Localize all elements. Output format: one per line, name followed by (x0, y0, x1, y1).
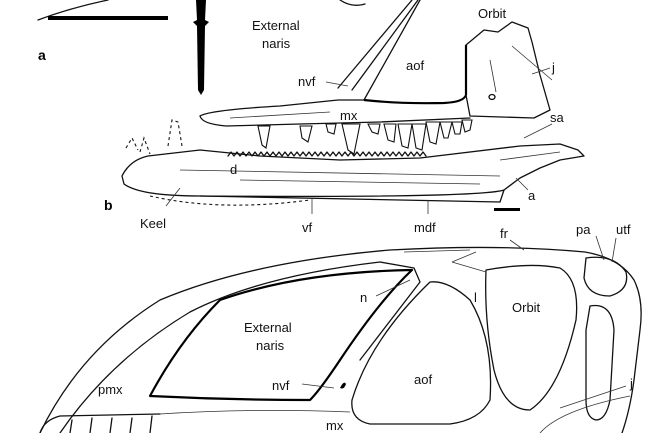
maxilla-ventral-edge (199, 115, 471, 127)
skull-roof-outline (39, 246, 642, 433)
nvf-leader-b (301, 383, 335, 389)
aof-label-b: aof (414, 372, 432, 387)
anterior-teeth-dashed-2 (167, 119, 183, 147)
tooth (367, 123, 381, 135)
maxillary-teeth (257, 119, 473, 155)
tooth (451, 121, 463, 135)
snout-inner-line (59, 261, 381, 433)
maxilla-groove (229, 111, 331, 119)
nvf-label-a: nvf (298, 74, 316, 89)
a-leader (515, 177, 529, 191)
jugal-lines-b (539, 395, 631, 433)
mx-label-a: mx (340, 108, 358, 123)
mandible-lower-edge (199, 189, 505, 203)
cropped-curve-left (37, 0, 109, 21)
tooth (411, 123, 427, 151)
aof-outline-b (351, 281, 492, 425)
external-naris-label-b-line1: External (244, 320, 292, 335)
j-label-b: j (629, 376, 633, 391)
fr-label: fr (500, 226, 509, 241)
mandible-groove-1 (179, 169, 501, 177)
j-leader-b (559, 385, 627, 409)
nvf-foramen-b (340, 382, 346, 389)
j-leader-a (531, 67, 551, 75)
orbit-label-b: Orbit (512, 300, 541, 315)
nasal-process (359, 261, 421, 361)
tooth (383, 123, 397, 143)
maxilla-ascending-front (351, 0, 419, 91)
tooth (341, 123, 361, 155)
external-naris-outline (148, 268, 414, 402)
pmx-label: pmx (98, 382, 123, 397)
nvf-leader-a (325, 81, 349, 87)
jugal-foramen (488, 93, 496, 101)
dentary-teeth (227, 151, 427, 157)
pa-leader (595, 235, 605, 261)
cropped-curve-right (339, 0, 366, 6)
nvf-label-b: nvf (272, 378, 290, 393)
l-label: l (474, 290, 477, 305)
n-leader (375, 279, 411, 297)
j-label-a: j (551, 60, 555, 75)
roof-sutures (403, 249, 487, 273)
jugal-outline (465, 21, 551, 119)
orbit-label-a: Orbit (478, 6, 507, 21)
maxilla-edge-b (159, 410, 351, 415)
maxilla-ascending-rear (337, 0, 413, 89)
sa-label: sa (550, 110, 565, 125)
vf-label: vf (302, 220, 313, 235)
keel-dashed (149, 195, 311, 206)
d-label: d (230, 162, 237, 177)
keel-label: Keel (140, 216, 166, 231)
external-naris-label-line1: External (252, 18, 300, 33)
utf-label: utf (616, 222, 631, 237)
tooth (257, 125, 271, 149)
panel-b: b Keel vf mdf fr pa utf n (39, 197, 642, 433)
tooth (299, 125, 313, 143)
panel-letter-a: a (38, 47, 46, 63)
premaxilla-teeth (39, 413, 161, 433)
keel-leader (165, 187, 181, 207)
anterior-teeth-dashed-1 (125, 136, 151, 155)
arrow-marker (193, 0, 209, 95)
a-label: a (528, 188, 536, 203)
surangular-line (499, 151, 561, 161)
jugal-inner-lines (489, 45, 553, 93)
orbit-outline (485, 264, 578, 411)
postorbital-bar (585, 304, 615, 421)
aof-outline (363, 45, 468, 105)
n-label: n (360, 290, 367, 305)
scale-bar-b (494, 208, 520, 211)
scale-bar-a (48, 16, 168, 20)
utf-leader (611, 237, 617, 263)
pa-label: pa (576, 222, 591, 237)
tooth (461, 119, 473, 133)
external-naris-label-line2: naris (262, 36, 291, 51)
mandible-outline (121, 143, 585, 198)
tooth (425, 121, 441, 145)
mx-label-b: mx (326, 418, 344, 433)
mandible-groove-2 (239, 179, 481, 185)
aof-label-a: aof (406, 58, 424, 73)
maxilla-ascending-inner (363, 0, 421, 101)
tooth (439, 121, 453, 139)
panel-letter-b: b (104, 197, 113, 213)
upper-temporal-fenestra (583, 256, 628, 297)
maxilla-dorsal-edge (199, 99, 365, 117)
fr-leader (509, 239, 525, 251)
mdf-label: mdf (414, 220, 436, 235)
sa-leader (523, 123, 553, 139)
external-naris-label-b-line2: naris (256, 338, 285, 353)
panel-a: a (37, 0, 585, 214)
tooth (397, 123, 413, 149)
tooth (325, 123, 337, 135)
